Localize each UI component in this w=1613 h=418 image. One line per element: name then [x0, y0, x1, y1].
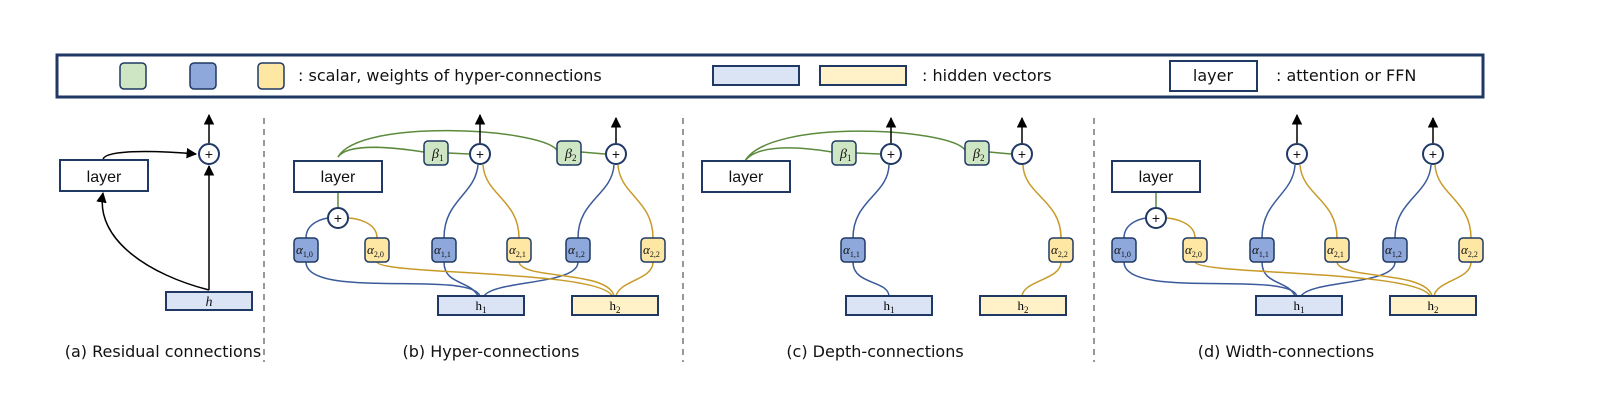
legend-hidden-yellow — [819, 65, 907, 86]
hidden-h1-b — [437, 295, 525, 316]
hidden-h2-d-label: h2 — [1428, 298, 1439, 315]
hidden-h-a-label: h — [206, 295, 213, 310]
beta-2-b — [556, 140, 582, 166]
hidden-h1-c — [845, 295, 933, 316]
caption-d: (d) Width-connections — [1198, 342, 1374, 361]
output-sum-2-d — [1422, 143, 1444, 165]
output-sum-2-b — [605, 143, 627, 165]
alpha-11-d — [1249, 237, 1275, 263]
output-sum-1-d-sign: + — [1293, 146, 1301, 162]
hidden-h-a — [165, 291, 253, 311]
output-sum-2-b-sign: + — [612, 146, 620, 162]
layer-label-c: layer — [729, 169, 764, 186]
alpha-12-d-label: α1,2 — [1385, 242, 1402, 259]
alpha-22-d — [1458, 237, 1484, 263]
output-sum-1-b-sign: + — [476, 146, 484, 162]
hidden-h1-d — [1255, 295, 1343, 316]
alpha-20-b-label: α2,0 — [367, 242, 384, 259]
alpha-11-c-label: α1,1 — [843, 242, 860, 259]
alpha-21-b-label: α2,1 — [509, 242, 526, 259]
panel-depth: layer + + β1 β2 α1,1 α2,2 h1 h2 (c) Dept… — [701, 116, 1074, 361]
legend: : scalar, weights of hyper-connections :… — [55, 53, 1485, 99]
alpha-11-b-label: α1,1 — [434, 242, 451, 259]
panel-width: layer + + + α1,0 α2,0 α1,1 α2,1 α1,2 α2,… — [1111, 113, 1484, 361]
caption-b: (b) Hyper-connections — [402, 342, 579, 361]
legend-layer-label: : attention or FFN — [1276, 66, 1416, 85]
beta-2-b-label: β2 — [564, 147, 576, 163]
alpha-11-c — [840, 237, 866, 263]
beta-1-c-label: β1 — [839, 147, 851, 163]
layer-input-sum-b-sign: + — [334, 210, 342, 226]
hidden-h2-d — [1389, 295, 1477, 316]
alpha-21-d-label: α2,1 — [1327, 242, 1344, 259]
hidden-h2-b-label: h2 — [610, 298, 621, 315]
alpha-22-d-label: α2,2 — [1461, 242, 1478, 259]
output-sum-2-d-sign: + — [1429, 146, 1437, 162]
panel-hyper: layer + + + β1 β2 α1,0 α2,0 α1,1 α2,1 α1… — [293, 113, 666, 361]
alpha-11-b — [431, 237, 457, 263]
hidden-h1-b-label: h1 — [476, 298, 487, 315]
hidden-h2-b — [571, 295, 659, 316]
add-sign-a: + — [205, 146, 213, 162]
alpha-10-b-label: α1,0 — [296, 242, 313, 259]
alpha-10-d — [1111, 237, 1137, 263]
layer-box-a — [59, 159, 149, 192]
beta-1-c — [831, 140, 857, 166]
output-sum-1-d — [1286, 143, 1308, 165]
layer-box-b — [293, 160, 383, 193]
beta-1-b — [423, 140, 449, 166]
output-sum-1-b — [469, 143, 491, 165]
alpha-21-b — [506, 237, 532, 263]
output-sum-1-c-sign: + — [887, 146, 895, 162]
alpha-20-b — [364, 237, 390, 263]
panel-residual: layer + h (a) Residual connections — [59, 113, 262, 361]
alpha-11-d-label: α1,1 — [1252, 242, 1269, 259]
alpha-20-d-label: α2,0 — [1185, 242, 1202, 259]
legend-green-scalar — [119, 62, 147, 90]
legend-blue-scalar — [189, 62, 217, 90]
layer-input-sum-d-sign: + — [1152, 210, 1160, 226]
hidden-h1-c-label: h1 — [884, 298, 895, 315]
output-sum-2-c-sign: + — [1018, 146, 1026, 162]
layer-label-b: layer — [321, 169, 356, 186]
output-sum-2-c — [1011, 143, 1033, 165]
alpha-12-d — [1382, 237, 1408, 263]
legend-layer-box-text: layer — [1193, 66, 1234, 85]
alpha-12-b-label: α1,2 — [568, 242, 585, 259]
legend-layer-box — [1169, 60, 1258, 92]
beta-2-c-label: β2 — [972, 147, 984, 163]
caption-a: (a) Residual connections — [65, 342, 262, 361]
hidden-h1-d-label: h1 — [1294, 298, 1305, 315]
layer-label-d: layer — [1139, 169, 1174, 186]
alpha-12-b — [565, 237, 591, 263]
layer-box-c — [701, 160, 791, 193]
alpha-22-c — [1048, 237, 1074, 263]
alpha-22-b-label: α2,2 — [643, 242, 660, 259]
layer-input-sum-d — [1145, 207, 1167, 229]
layer-input-sum-b — [327, 207, 349, 229]
alpha-22-c-label: α2,2 — [1051, 242, 1068, 259]
layer-box-d — [1111, 160, 1201, 193]
beta-1-b-label: β1 — [431, 147, 443, 163]
legend-hidden-label: : hidden vectors — [922, 66, 1052, 85]
add-node-a — [198, 143, 220, 165]
hidden-h2-c-label: h2 — [1018, 298, 1029, 315]
legend-scalar-label: : scalar, weights of hyper-connections — [298, 66, 602, 85]
alpha-22-b — [640, 237, 666, 263]
layer-label-a: layer — [87, 169, 122, 186]
output-sum-1-c — [880, 143, 902, 165]
legend-hidden-blue — [712, 65, 800, 86]
alpha-21-d — [1324, 237, 1350, 263]
alpha-10-d-label: α1,0 — [1114, 242, 1131, 259]
beta-2-c — [964, 140, 990, 166]
caption-c: (c) Depth-connections — [786, 342, 963, 361]
legend-yellow-scalar — [257, 62, 285, 90]
hidden-h2-c — [979, 295, 1067, 316]
alpha-20-d — [1182, 237, 1208, 263]
alpha-10-b — [293, 237, 319, 263]
